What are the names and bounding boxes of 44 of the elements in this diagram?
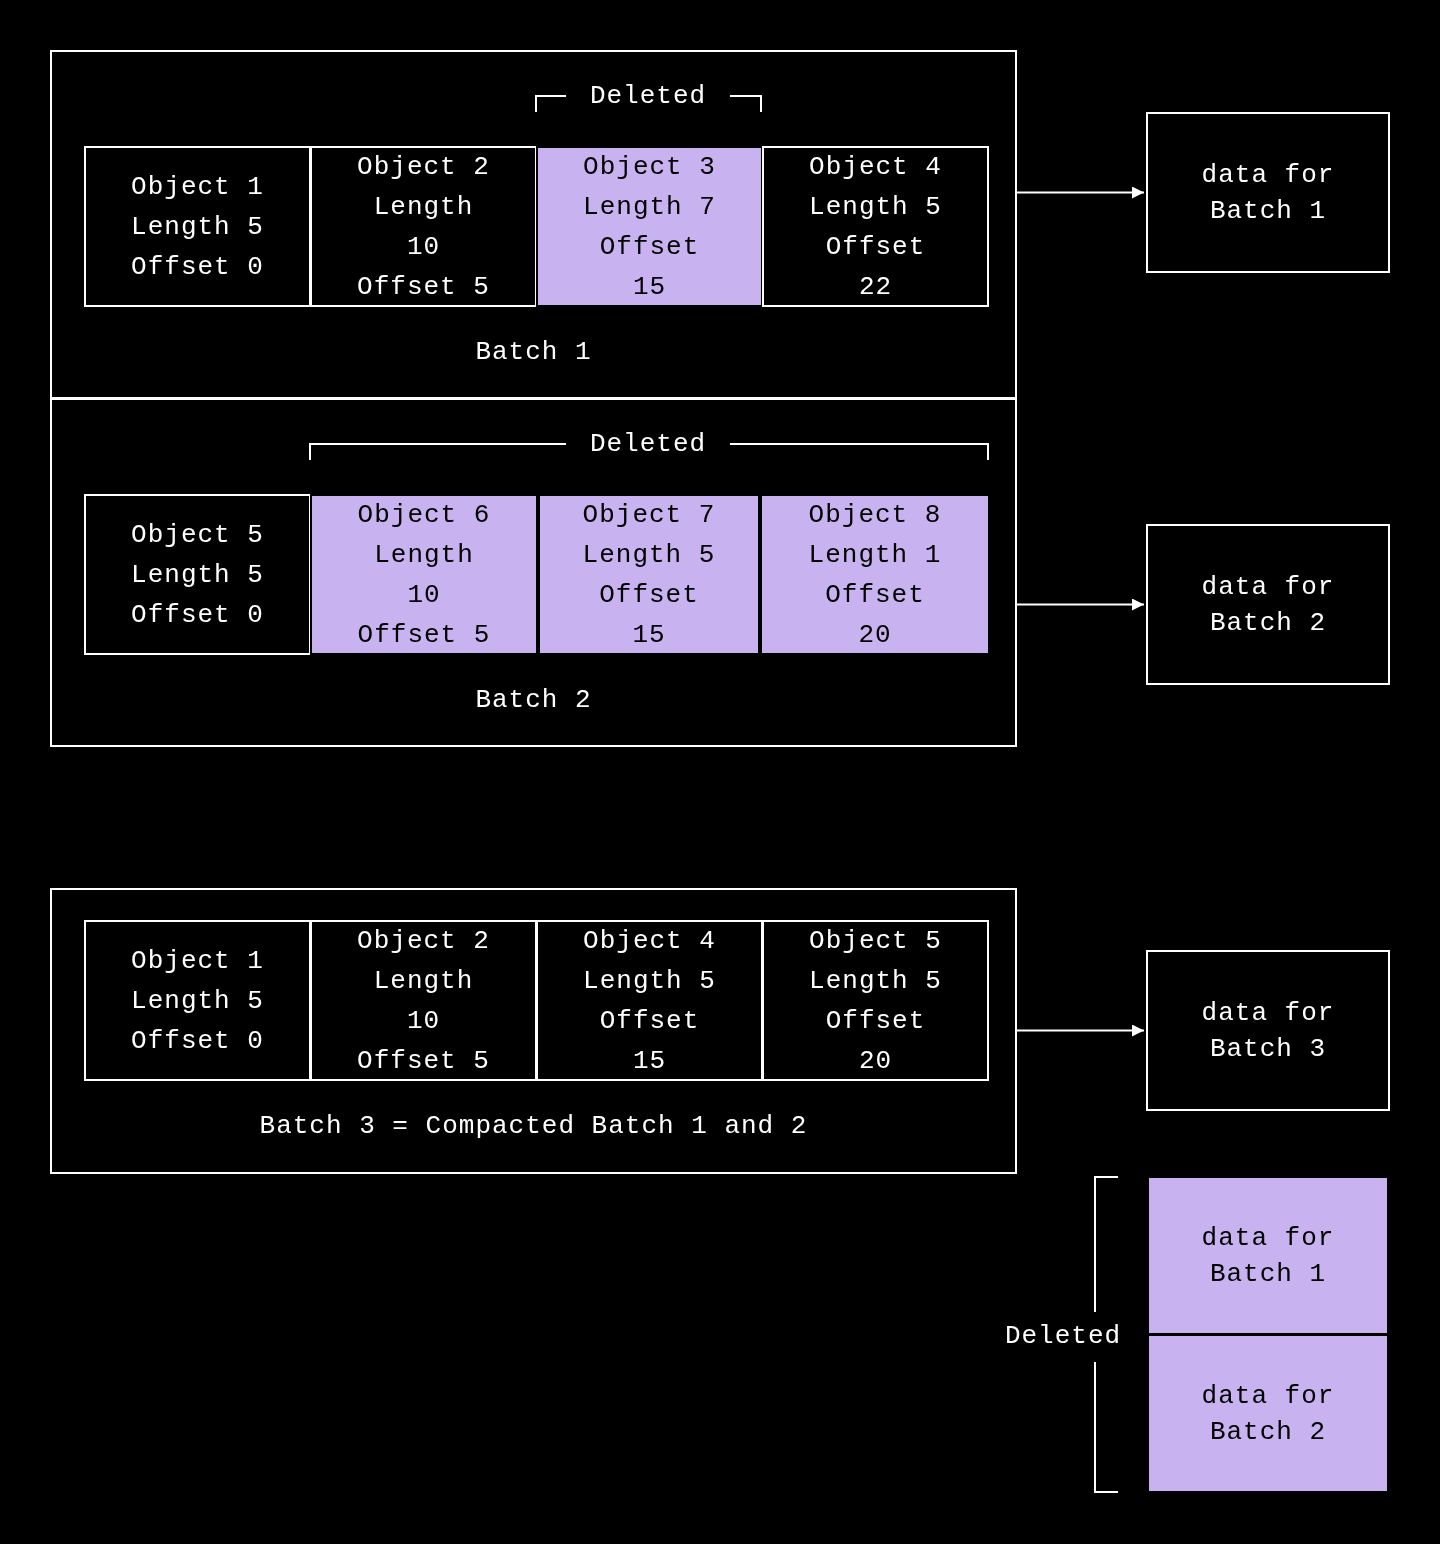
object-cell — [762, 146, 989, 307]
node-text: data for Batch 2 — [1200, 570, 1336, 640]
object-cell — [310, 494, 538, 655]
arrow — [1016, 186, 1145, 199]
object-cell — [536, 920, 763, 1081]
bracket-label: Deleted — [1003, 1321, 1123, 1351]
data-box — [1147, 1176, 1389, 1335]
node-text: Object 1 Length 5 Offset 0 — [130, 170, 265, 284]
object-cell — [84, 146, 311, 307]
object-cell — [538, 494, 760, 655]
object-cell — [760, 494, 990, 655]
node-text: Object 5 Length 5 Offset 20 — [808, 924, 943, 1078]
bracket-label: Deleted — [588, 81, 708, 111]
node-text: Object 5 Length 5 Offset 0 — [130, 518, 265, 632]
data-box — [1147, 1334, 1389, 1493]
node-text: Object 3 Length 7 Offset 15 — [582, 150, 717, 304]
object-cell — [762, 920, 989, 1081]
node-text: Object 2 Length 10 Offset 5 — [356, 924, 491, 1078]
object-cell — [84, 920, 311, 1081]
arrow — [1016, 598, 1145, 611]
data-box — [1146, 112, 1390, 273]
data-box — [1146, 524, 1390, 685]
batch-panel — [50, 50, 1017, 399]
object-cell — [310, 920, 537, 1081]
bracket-label: Deleted — [588, 429, 708, 459]
object-cell — [536, 146, 763, 307]
batch-panel — [50, 398, 1017, 747]
batch-title: Batch 1 — [474, 336, 593, 369]
batch-title: Batch 2 — [474, 684, 593, 717]
node-text: Object 4 Length 5 Offset 22 — [808, 150, 943, 304]
node-text: data for Batch 2 — [1200, 1379, 1336, 1449]
node-text: data for Batch 1 — [1200, 158, 1336, 228]
batch-title: Batch 3 = Compacted Batch 1 and 2 — [258, 1110, 809, 1143]
node-text: Object 2 Length 10 Offset 5 — [356, 150, 491, 304]
node-text: Object 8 Length 1 Offset 20 — [807, 498, 943, 652]
data-box — [1146, 950, 1390, 1111]
node-text: Object 6 Length 10 Offset 5 — [356, 498, 492, 652]
batch-panel — [50, 888, 1017, 1174]
node-text: Object 7 Length 5 Offset 15 — [581, 498, 717, 652]
node-text: data for Batch 3 — [1200, 996, 1336, 1066]
node-text: Object 1 Length 5 Offset 0 — [130, 944, 265, 1058]
node-text: data for Batch 1 — [1200, 1221, 1336, 1291]
arrow — [1016, 1024, 1145, 1037]
node-text: Object 4 Length 5 Offset 15 — [582, 924, 717, 1078]
